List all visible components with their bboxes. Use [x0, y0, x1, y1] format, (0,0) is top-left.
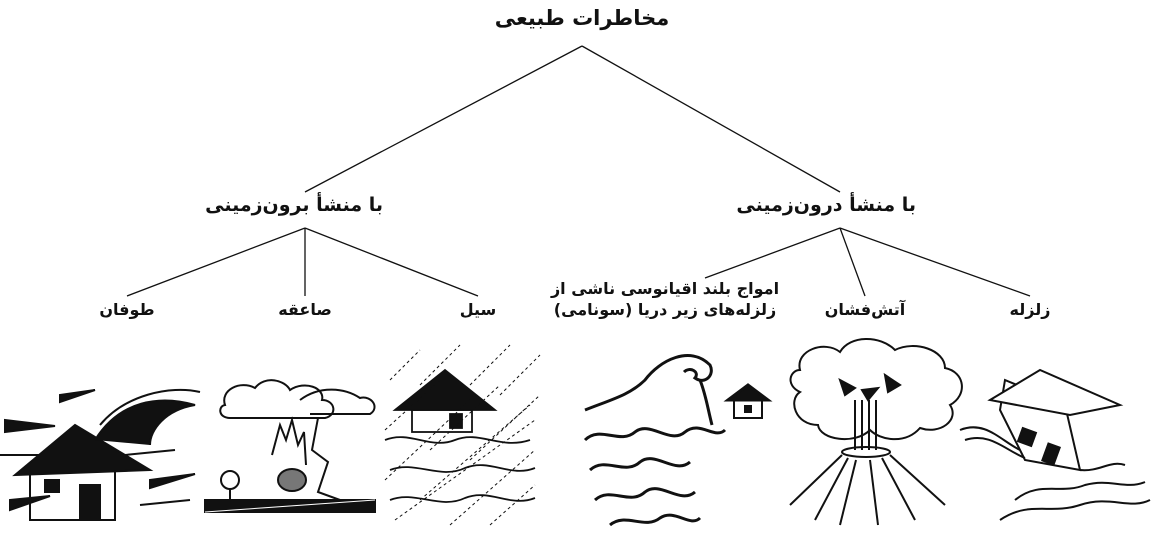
diagram-root-title: مخاطرات طبیعی [494, 6, 670, 30]
category-exogenous: با منشأ برون‌زمینی [205, 194, 383, 216]
tsunami-wave-icon [583, 354, 773, 527]
connector-endogenous-volcano [839, 227, 866, 297]
leaf-lightning: صاعقه [278, 300, 332, 319]
leaf-storm: طوفان [99, 300, 155, 319]
volcano-icon [789, 338, 963, 526]
leaf-flood: سیل [459, 300, 497, 319]
flood-icon [384, 344, 541, 526]
connector-exogenous-flood [304, 227, 479, 297]
connector-exogenous-storm [126, 227, 306, 297]
connector-endogenous-tsunami [704, 227, 841, 279]
connector-root-exogenous [304, 45, 583, 193]
leaf-volcano: آتش‌فشان [824, 300, 906, 319]
earthquake-house-icon [959, 368, 1151, 521]
storm-wind-icon [0, 388, 201, 521]
connector-endogenous-earthquake [839, 227, 1031, 297]
leaf-earthquake: زلزله [1009, 300, 1051, 319]
lightning-icon [204, 379, 376, 513]
leaf-tsunami: امواج بلند اقیانوسی ناشی از زلزله‌های زی… [550, 279, 780, 319]
connector-root-endogenous [581, 45, 841, 193]
connector-lines [126, 45, 1031, 297]
category-endogenous: با منشأ درون‌زمینی [736, 194, 916, 216]
